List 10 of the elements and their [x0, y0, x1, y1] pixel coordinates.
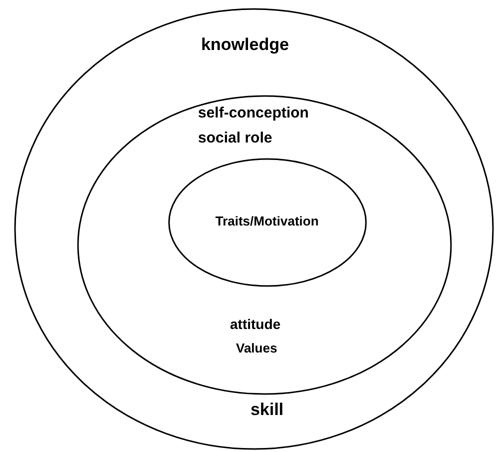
layer-ellipse [168, 158, 367, 287]
layer-ellipse [14, 8, 494, 450]
layer-label: attitude [230, 316, 281, 332]
layer-label: self-conception [198, 104, 309, 122]
layer-label: Traits/Motivation [215, 214, 319, 228]
layer-label: knowledge [201, 35, 289, 55]
layer-label: skill [250, 400, 284, 420]
layer-ellipse [77, 95, 452, 395]
layer-label: Values [236, 340, 278, 356]
layer-label: social role [198, 130, 272, 146]
